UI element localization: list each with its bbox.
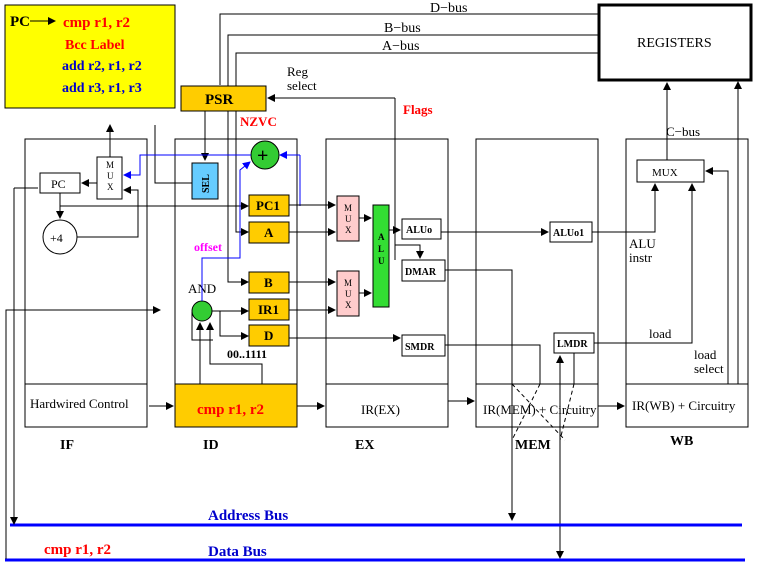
mem-stage-box: [475, 138, 599, 428]
code-line-4: add r3, r1, r3: [62, 81, 142, 96]
ex-mux-1-letter-1: M: [344, 203, 352, 213]
ex-mux-1-letter-3: X: [345, 225, 352, 235]
sel-label: SEL: [201, 174, 212, 193]
reg-select-text-2: select: [287, 78, 317, 93]
alu-instr-text-2: instr: [629, 250, 653, 265]
d-bus-line: [219, 13, 599, 85]
if-mux-letter-3: X: [107, 182, 114, 192]
reg-d-label: D: [264, 328, 273, 343]
wb-ir-label: IR(WB) + Circuitry: [632, 398, 736, 413]
wb-mux-box: [636, 159, 705, 183]
code-box: [4, 4, 176, 109]
psr-box: [180, 85, 267, 112]
offset-path: [201, 161, 251, 301]
code-pc-label: PC: [10, 14, 30, 30]
ex-mux-2-letter-2: U: [345, 289, 352, 299]
aluo1-label: ALUo1: [553, 228, 584, 239]
if-stage-label: IF: [60, 438, 74, 453]
ex-mux-1-letter-2: U: [345, 214, 352, 224]
b-bus-line: [227, 34, 599, 286]
if-plus4-label: +4: [50, 231, 63, 245]
ex-mux-2-label: M U X: [344, 278, 354, 310]
load-select-text-2: select: [694, 361, 724, 376]
wb-stage-box: [625, 138, 749, 428]
if-mux-letter-2: U: [107, 171, 114, 181]
if-mux-letter-1: M: [106, 160, 114, 170]
mem-ir-label: IR(MEM) + Circuitry: [483, 402, 597, 417]
address-bus-label: Address Bus: [208, 508, 288, 524]
code-line-1: cmp r1, r2: [63, 15, 130, 31]
aluo-box: [401, 218, 442, 240]
offset-label: offset: [194, 240, 222, 254]
wb-mux-label: MUX: [652, 167, 678, 179]
code-line-3: add r2, r1, r2: [62, 59, 142, 74]
alu-instr-text-1: ALU: [629, 236, 656, 251]
alu-letter-1: A: [378, 232, 385, 242]
reg-ir1-label: IR1: [258, 302, 279, 317]
reg-pc1-label: PC1: [256, 198, 280, 213]
id-instr-box: [174, 383, 298, 428]
adder-label: +: [257, 145, 268, 167]
psr-label: PSR: [205, 92, 234, 108]
ex-stage-label: EX: [355, 438, 374, 453]
mem-stage-label: MEM: [515, 438, 551, 453]
code-line-2: Bcc Label: [65, 38, 125, 53]
if-stage-box: [24, 138, 148, 428]
registers-label: REGISTERS: [637, 36, 712, 51]
registers-box: [597, 3, 753, 82]
alu-box: [372, 204, 390, 308]
wb-stage-label: WB: [670, 434, 693, 449]
adder-to-mux-path: [123, 154, 251, 179]
c-bus-label: C−bus: [666, 124, 700, 139]
ex-ir-label: IR(EX): [361, 402, 400, 417]
a-bus-line: [235, 52, 599, 236]
if-pc-label: PC: [51, 177, 66, 191]
id-instr-label: cmp r1, r2: [197, 402, 264, 418]
smdr-label: SMDR: [405, 342, 435, 353]
flags-text: Flags: [403, 102, 433, 117]
if-control-label: Hardwired Control: [30, 396, 129, 411]
load-text: load: [649, 326, 672, 341]
and-gate: [191, 300, 213, 322]
lmdr-label: LMDR: [557, 339, 588, 350]
alu-letter-3: U: [378, 256, 385, 266]
ex-mux-1-label: M U X: [344, 203, 354, 235]
psr-flags-label: NZVC: [240, 114, 277, 129]
mask-label: 00..1111: [227, 347, 267, 361]
data-bus-label: Data Bus: [208, 544, 267, 560]
sel-box: [191, 162, 219, 200]
if-mux-box: [96, 156, 123, 200]
reg-select-text-1: Reg: [287, 64, 308, 79]
load-select-text-1: load: [694, 347, 717, 362]
alu-letter-2: L: [378, 244, 384, 254]
bottom-instr-label: cmp r1, r2: [44, 542, 111, 558]
ex-mux-2-letter-3: X: [345, 300, 352, 310]
ex-stage-box: [325, 138, 449, 428]
d-bus-label: D−bus: [430, 1, 467, 16]
dmar-label: DMAR: [405, 267, 437, 278]
if-mux-label: M U X: [106, 160, 116, 192]
alu-label: A L U: [378, 232, 386, 266]
reg-a-label: A: [264, 225, 274, 240]
id-stage-label: ID: [203, 438, 219, 453]
reg-d-box: [248, 324, 290, 347]
aluo-label: ALUo: [406, 225, 432, 236]
b-bus-label: B−bus: [384, 21, 421, 36]
a-bus-label: A−bus: [382, 39, 419, 54]
reg-b-label: B: [264, 275, 273, 290]
ex-mux-2-letter-1: M: [344, 278, 352, 288]
